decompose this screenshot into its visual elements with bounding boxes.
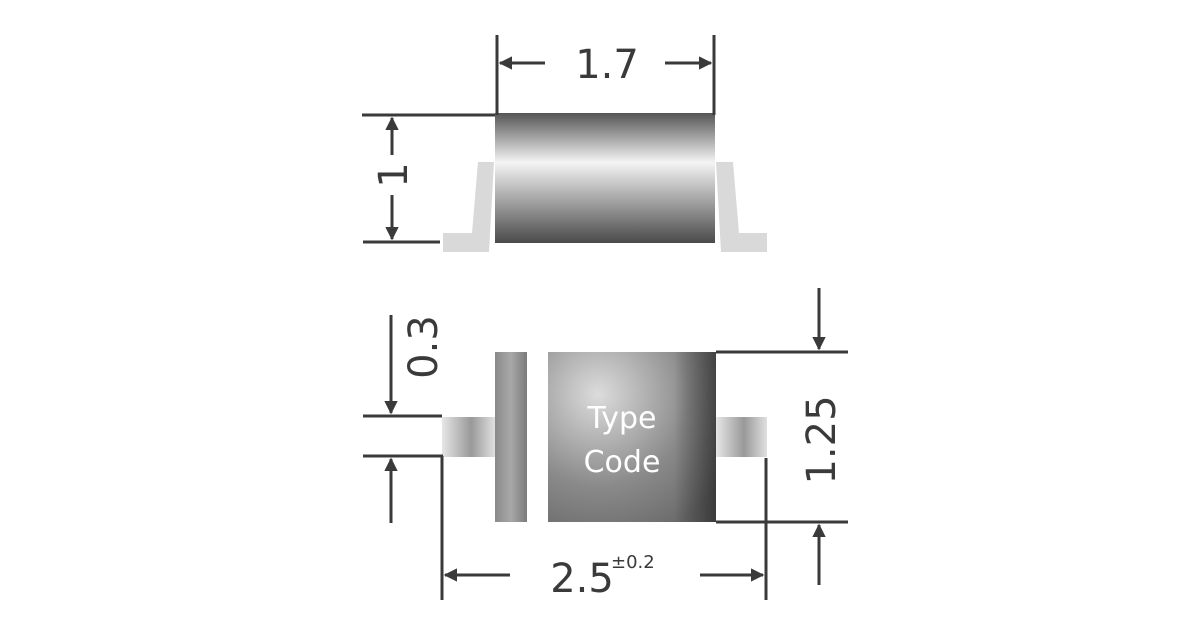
- left-lead: [443, 162, 494, 252]
- side-body: [495, 113, 715, 243]
- marking-line1: Type: [587, 401, 657, 436]
- cathode-band: [495, 352, 527, 522]
- left-tab: [442, 417, 495, 457]
- dim-total-length: 2.5: [550, 556, 614, 602]
- right-tab: [716, 417, 767, 457]
- marking-line2: Code: [584, 445, 661, 480]
- side-view: 1.7 1: [362, 35, 767, 252]
- dim-total-length-tolerance: ±0.2: [611, 552, 655, 573]
- right-lead: [716, 162, 767, 252]
- dim-body-height: 1.25: [799, 395, 845, 484]
- dim-top-height: 1: [371, 162, 417, 187]
- top-view: Type Code 0.3 1.25 2.5 ±0.2: [363, 288, 848, 602]
- dim-top-width: 1.7: [575, 42, 639, 88]
- dim-lead-width: 0.3: [401, 315, 447, 379]
